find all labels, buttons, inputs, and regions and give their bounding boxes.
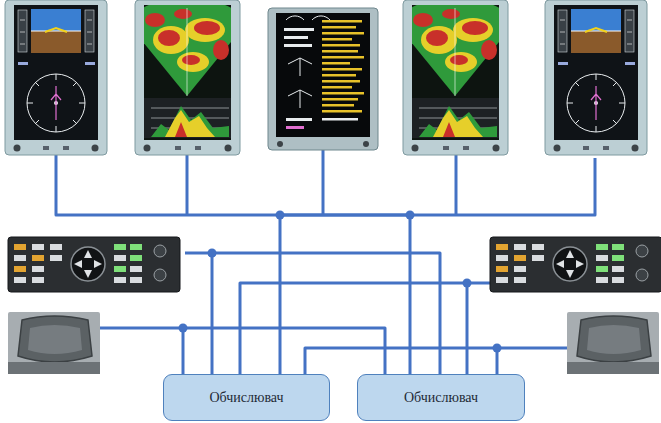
box-label: Обчислювач bbox=[209, 390, 283, 406]
radar-display bbox=[125, 0, 249, 155]
junction-dots bbox=[179, 211, 502, 353]
box-label: Обчислювач bbox=[404, 390, 478, 406]
radar-display bbox=[393, 0, 517, 155]
data-bus-link bbox=[280, 215, 410, 374]
flight-display bbox=[545, 0, 647, 155]
computer-box: Обчислювач bbox=[163, 374, 330, 421]
control-panel bbox=[8, 237, 180, 292]
system-display bbox=[268, 8, 378, 150]
control-column bbox=[567, 312, 659, 374]
control-panel bbox=[490, 237, 661, 292]
control-column bbox=[8, 312, 100, 374]
flight-display bbox=[5, 0, 107, 155]
computer-box: Обчислювач bbox=[357, 374, 525, 421]
